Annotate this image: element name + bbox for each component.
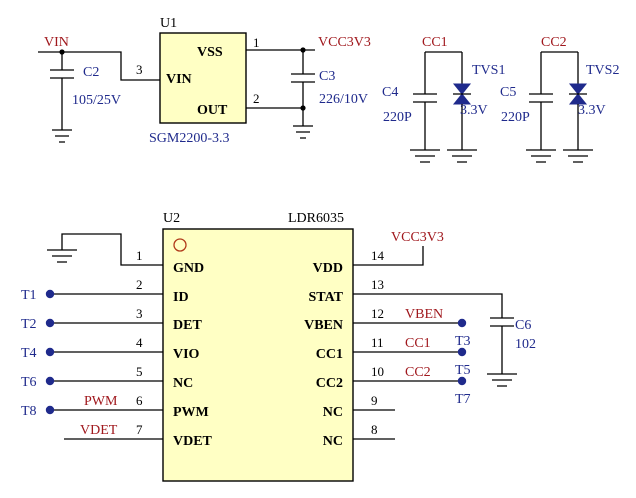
u2-pin-cc2: CC2 xyxy=(316,376,343,391)
u2-pin-num-10: 10 xyxy=(371,364,384,379)
c6-value: 102 xyxy=(515,337,536,352)
u2-pin-num-13: 13 xyxy=(371,277,384,292)
u2-pin-num-8: 8 xyxy=(371,422,378,437)
c6-ref: C6 xyxy=(515,318,531,333)
u2-pin-stat: STAT xyxy=(309,290,344,305)
u2-pin-vio: VIO xyxy=(173,347,200,362)
t4-label: T4 xyxy=(21,346,37,361)
tvs1-value: 3.3V xyxy=(460,103,488,118)
u2-body xyxy=(162,228,354,482)
tvs1-ref: TVS1 xyxy=(472,63,505,78)
c5-ref: C5 xyxy=(500,85,516,100)
vben-net-label: VBEN xyxy=(405,307,443,322)
cc2-net-label: CC2 xyxy=(405,365,431,380)
u2-pin-vdd: VDD xyxy=(313,261,343,276)
t8-label: T8 xyxy=(21,404,37,419)
u2-pin-num-11: 11 xyxy=(371,335,384,350)
cc2-protection: CC2 C5 220P TVS2 3.3V xyxy=(500,35,619,163)
t2-label: T2 xyxy=(21,317,37,332)
u1-ref: U1 xyxy=(160,16,177,31)
u1-pin-vin-name: VIN xyxy=(166,72,192,87)
u1-pin-vss-name: VSS xyxy=(197,45,223,60)
t6-label: T6 xyxy=(21,375,37,390)
u1-pin-2-num: 2 xyxy=(253,91,260,106)
u2-pin-vdet: VDET xyxy=(173,434,213,449)
u2-pin-pwm: PWM xyxy=(173,405,209,420)
u2-right-wiring: VCC3V3 C6 102 VBEN T3 CC1 T5 CC2 T7 xyxy=(353,230,536,440)
test-point-t2 xyxy=(45,318,55,328)
test-point-t8 xyxy=(45,405,55,415)
t7-label: T7 xyxy=(455,392,471,407)
u2-pin-num-1: 1 xyxy=(136,248,143,263)
vin-net: VIN C2 105/25V xyxy=(38,35,160,143)
test-point-t7 xyxy=(457,376,467,386)
u2-pin-nc-5: NC xyxy=(173,376,193,391)
vcc3v3-u2-label: VCC3V3 xyxy=(391,230,444,245)
vcc3v3-top-label: VCC3V3 xyxy=(318,35,371,50)
u2-part: LDR6035 xyxy=(288,211,344,226)
u2-left-wiring: T1 T2 T4 T6 T8 PWM VDET xyxy=(21,233,163,440)
u1-part: SGM2200-3.3 xyxy=(149,131,230,146)
tvs2-ref: TVS2 xyxy=(586,63,619,78)
t5-label: T5 xyxy=(455,363,471,378)
u2-pin-num-5: 5 xyxy=(136,364,143,379)
cc2-top-label: CC2 xyxy=(541,35,567,50)
u2-pin-cc1: CC1 xyxy=(316,347,343,362)
t1-label: T1 xyxy=(21,288,37,303)
tvs2-value: 3.3V xyxy=(578,103,606,118)
u2-pin-num-12: 12 xyxy=(371,306,384,321)
u2-pin-nc-9: NC xyxy=(323,405,343,420)
vdet-net-label: VDET xyxy=(80,423,118,438)
t3-label: T3 xyxy=(455,334,471,349)
c4-ref: C4 xyxy=(382,85,398,100)
u2-pin-nc-8: NC xyxy=(323,434,343,449)
pwm-net-label: PWM xyxy=(84,394,118,409)
u1-pin-1-num: 1 xyxy=(253,35,260,50)
u2-pin-gnd: GND xyxy=(173,261,204,276)
u1-body xyxy=(159,32,247,124)
cc1-protection: CC1 C4 220P TVS1 3.3V xyxy=(382,35,505,163)
u2-pin-vben: VBEN xyxy=(304,318,343,333)
test-point-t4 xyxy=(45,347,55,357)
test-point-t3 xyxy=(457,318,467,328)
c5-value: 220P xyxy=(501,110,530,125)
u2-pin-num-3: 3 xyxy=(136,306,143,321)
u2-pin-num-7: 7 xyxy=(136,422,143,437)
u2-pin-num-9: 9 xyxy=(371,393,378,408)
test-point-t6 xyxy=(45,376,55,386)
u2-pin-num-14: 14 xyxy=(371,248,385,263)
u2-pin-num-6: 6 xyxy=(136,393,143,408)
u2-pin-det: DET xyxy=(173,318,202,333)
u2-pin-num-4: 4 xyxy=(136,335,143,350)
test-point-t1 xyxy=(45,289,55,299)
cc1-net-label: CC1 xyxy=(405,336,431,351)
c3-value: 226/10V xyxy=(319,92,368,107)
c2-value: 105/25V xyxy=(72,93,121,108)
u1-pin-3-num: 3 xyxy=(136,62,143,77)
u1-regulator: U1 SGM2200-3.3 VSS VIN OUT 1 3 2 xyxy=(136,16,260,146)
c4-value: 220P xyxy=(383,110,412,125)
pin1-marker xyxy=(173,238,187,252)
cc1-top-label: CC1 xyxy=(422,35,448,50)
c3-ref: C3 xyxy=(319,69,335,84)
u1-pin-out-name: OUT xyxy=(197,103,228,118)
test-point-t5 xyxy=(457,347,467,357)
u2-pin-num-2: 2 xyxy=(136,277,143,292)
vcc3v3-out-net: VCC3V3 C3 226/10V xyxy=(246,35,371,139)
c2-ref: C2 xyxy=(83,65,99,80)
vin-label: VIN xyxy=(44,35,69,50)
u2-ref: U2 xyxy=(163,211,180,226)
u2-pin-id: ID xyxy=(173,290,189,305)
u2-controller: U2 LDR6035 GND ID DET VIO NC PWM VDET VD… xyxy=(136,211,385,482)
